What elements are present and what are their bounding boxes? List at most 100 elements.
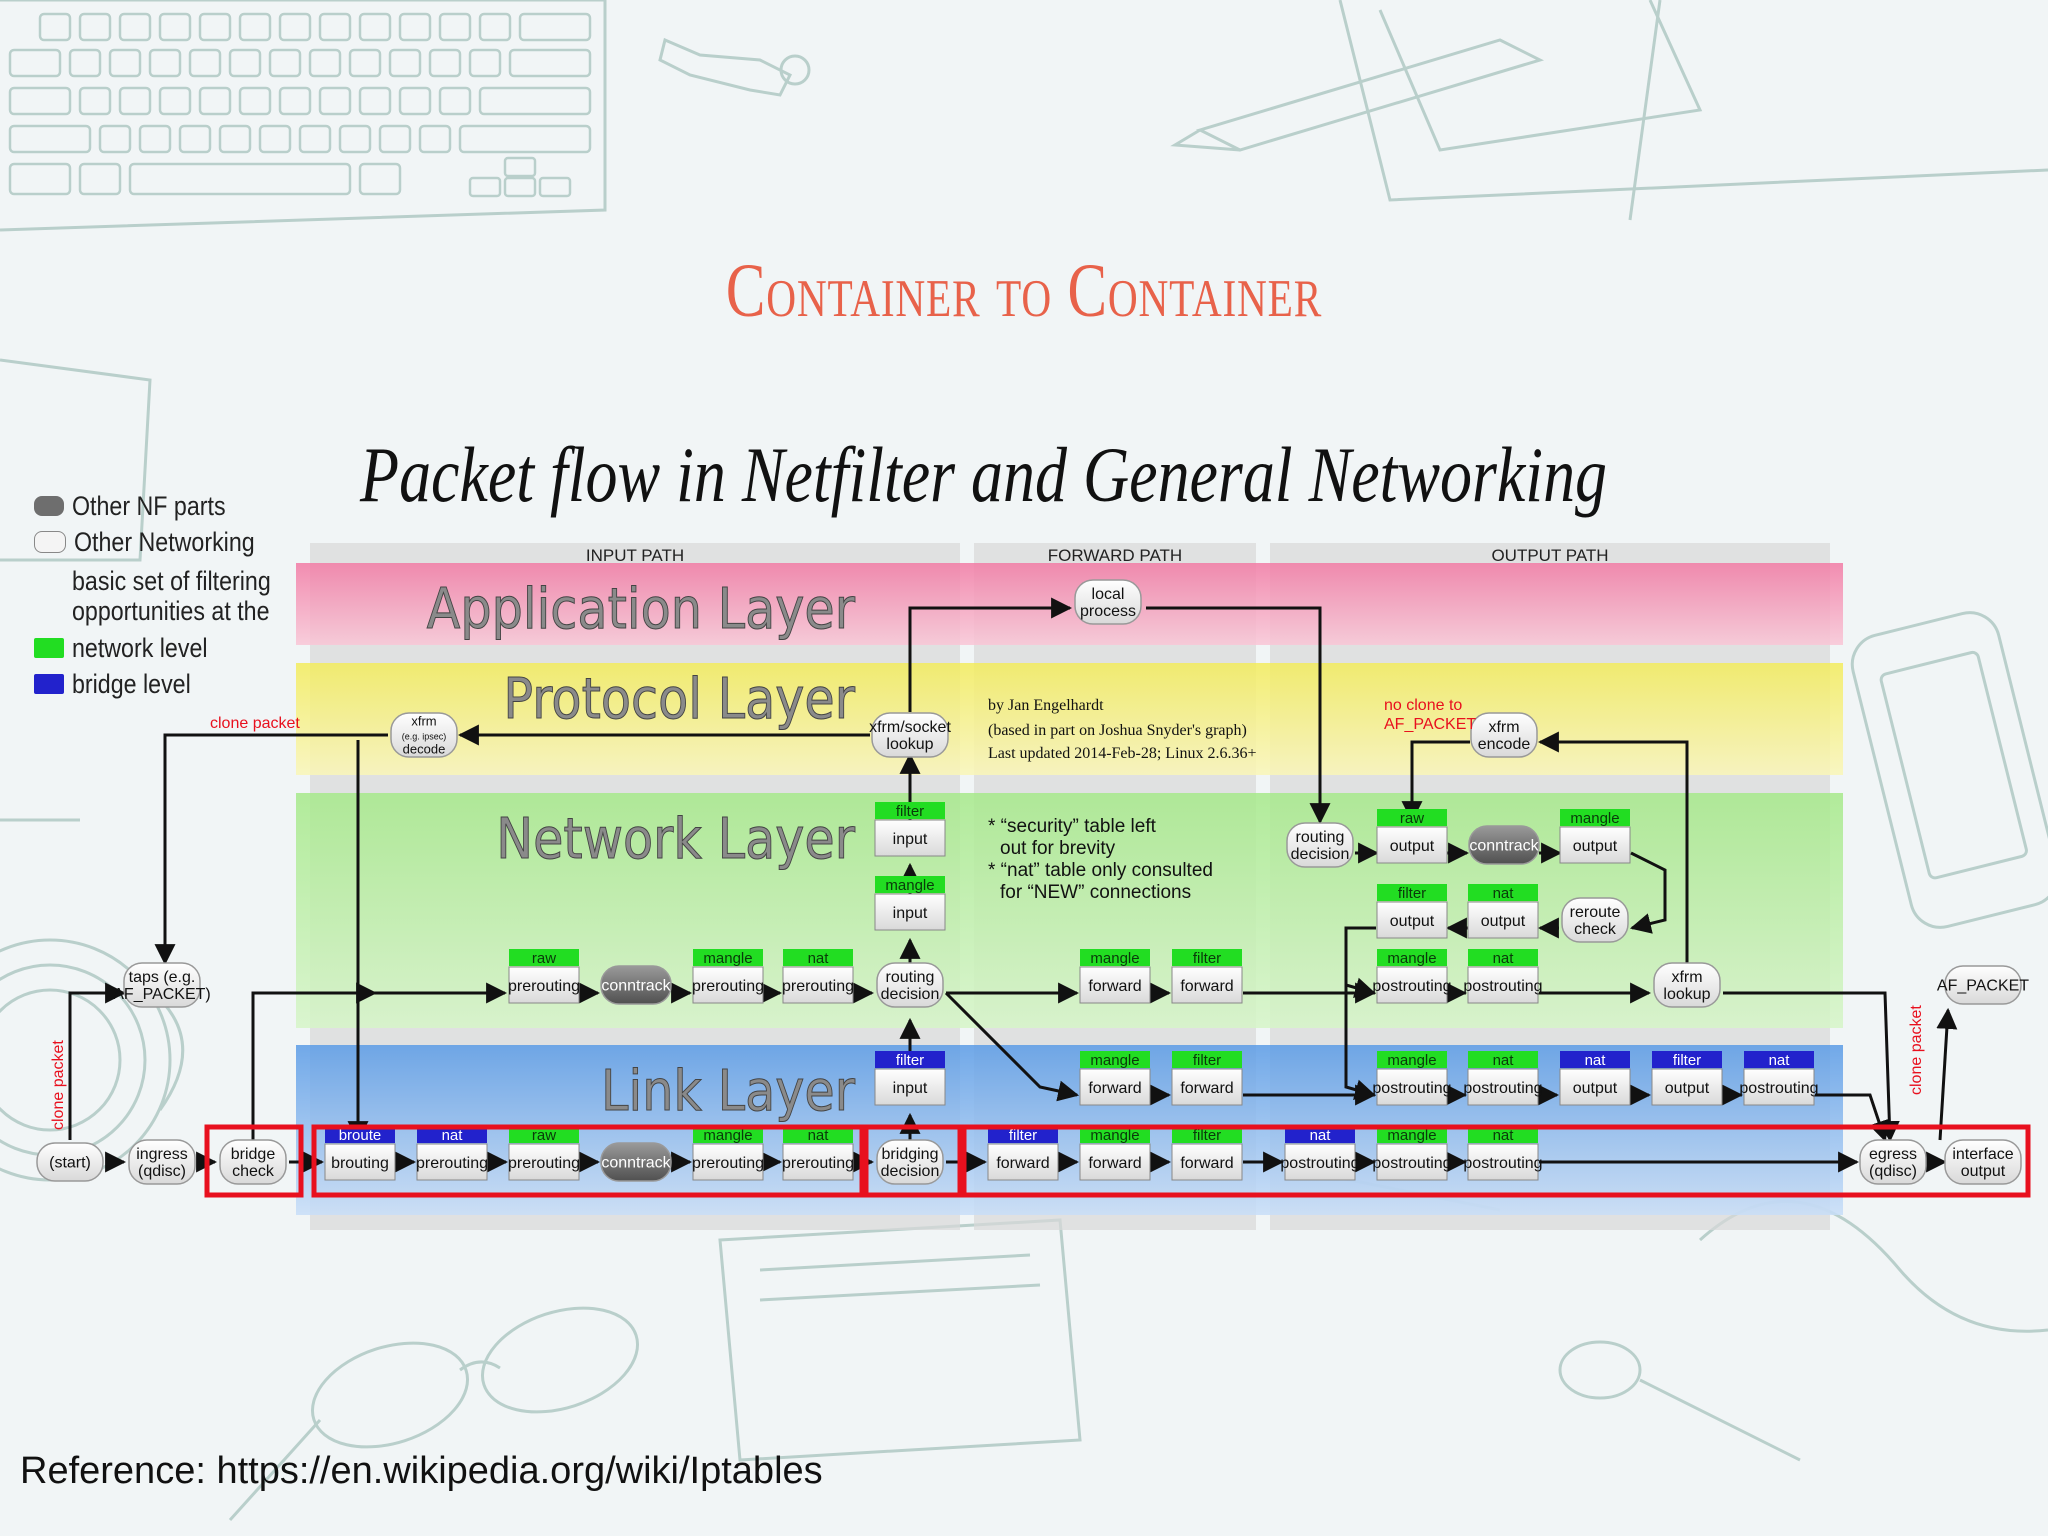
chain-table-tab [1172, 949, 1242, 966]
flow-node: taps (e.g.AF_PACKET) [113, 962, 211, 1008]
chain-table-label: filter [896, 803, 924, 820]
component-label: (qdisc) [138, 1163, 186, 1180]
chain-hook-label: prerouting [692, 1155, 764, 1172]
flow-arrow [68, 982, 127, 1140]
chain-table-label: mangle [1387, 1052, 1436, 1069]
component-label: output [1961, 1163, 2006, 1180]
path-label-input: INPUT PATH [586, 546, 684, 565]
chain-table-tab [1080, 1126, 1150, 1143]
chain-table-tab [1172, 1126, 1242, 1143]
component-label: lookup [886, 736, 933, 753]
chain-table-tab [1377, 1126, 1447, 1143]
highlight-output-bridge-chain [961, 1124, 2031, 1198]
chain-box [1376, 1143, 1448, 1181]
highlight-bridge-check [204, 1124, 304, 1198]
chain-table-tab [693, 949, 763, 966]
chain-box [1376, 966, 1448, 1004]
legend-swatch-networking [34, 531, 66, 553]
chain-hook-label: forward [1180, 1080, 1233, 1097]
component-label: interface [1952, 1146, 2013, 1163]
flow-arrow [154, 733, 388, 966]
component-label: bridging [882, 1146, 939, 1163]
chain-hook-label: forward [1180, 978, 1233, 995]
chain-box [1376, 1068, 1448, 1106]
chain-table-label: nat [1585, 1052, 1607, 1069]
component-label: AF_PACKET) [113, 986, 211, 1003]
chain-table-tab [1285, 1126, 1355, 1143]
flow-node: ingress(qdisc) [128, 1139, 196, 1185]
component-label: xfrm/socket [869, 719, 951, 736]
legend-description: basic set of filtering opportunities at … [72, 566, 271, 626]
networking-component-box [1561, 897, 1629, 943]
flow-arrow [1537, 731, 1689, 964]
note-line-1: * “security” table left [988, 816, 1157, 837]
flow-arrow [1936, 1007, 1958, 1141]
chain-hook-label: forward [996, 1155, 1049, 1172]
chain-box [874, 893, 946, 931]
chain-box [508, 1143, 580, 1181]
flow-arrow [1401, 740, 1470, 823]
clone-packet-vertical-left: clone packet [50, 1040, 67, 1130]
credit-line-2: (based in part on Joshua Snyder's graph) [988, 722, 1247, 739]
chain-table-tab [1560, 809, 1630, 826]
chain-table-tab [1377, 809, 1447, 826]
flow-arrow [1723, 991, 1900, 1143]
chain-table-label: mangle [1387, 1127, 1436, 1144]
chain-box [324, 1143, 396, 1181]
reference-link-text: Reference: https://en.wikipedia.org/wiki… [20, 1450, 823, 1492]
chain-box [874, 819, 946, 857]
chain-hook-label: postrouting [1372, 1155, 1451, 1172]
no-clone-label-1: no clone to [1384, 697, 1462, 714]
flow-arrow [251, 982, 508, 1140]
component-label: encode [1478, 736, 1531, 753]
chain-table-tab [417, 1126, 487, 1143]
notes: * “security” table left out for brevity … [988, 816, 1213, 903]
chain-table-label: filter [1009, 1127, 1037, 1144]
chain-hook-label: postrouting [1463, 978, 1542, 995]
chain-table-label: mangle [885, 877, 934, 894]
highlight-boxes [204, 1124, 2031, 1198]
chain-box [1376, 901, 1448, 939]
legend-bridge-level: bridge level [34, 666, 303, 702]
chain-table-label: mangle [1387, 950, 1436, 967]
chain-hook-label: forward [1088, 978, 1141, 995]
chain-hook-label: forward [1088, 1080, 1141, 1097]
highlight-bridging-decision [863, 1124, 963, 1198]
chain-table-tab [1652, 1051, 1722, 1068]
chain-hook-label: output [1481, 913, 1526, 930]
chain-box [1559, 1068, 1631, 1106]
legend-swatch-network [34, 638, 64, 658]
chain-table-tab [1080, 1051, 1150, 1068]
flow-node: conntrack [1468, 825, 1540, 865]
note-line-3: * “nat” table only consulted [988, 860, 1213, 881]
chain-box [1743, 1068, 1815, 1106]
chain-box [1467, 1143, 1539, 1181]
chain-hook-label: prerouting [782, 1155, 854, 1172]
component-label: bridge [231, 1146, 276, 1163]
component-label: routing [886, 969, 935, 986]
chain-table-tab [875, 802, 945, 819]
chain-hook-label: prerouting [692, 978, 764, 995]
flow-node: egress(qdisc) [1859, 1139, 1927, 1185]
component-label: (start) [49, 1155, 91, 1172]
protocol-layer-band [296, 663, 1843, 775]
